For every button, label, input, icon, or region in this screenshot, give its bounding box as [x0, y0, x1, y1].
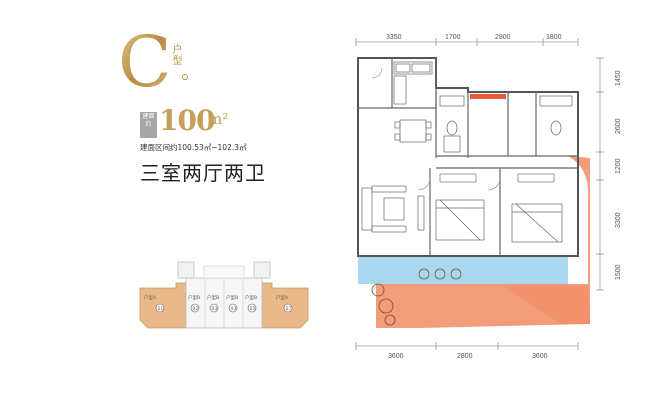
dim-right-2: 2600	[615, 118, 622, 134]
dim-bottom-3: 3600	[532, 353, 548, 360]
key-plan-label-2: 户型B	[188, 294, 200, 301]
terrace-lower	[376, 284, 590, 328]
top-dimension-line	[355, 38, 579, 46]
key-plan-num-5: 05	[250, 306, 256, 312]
terrace-plants	[371, 268, 462, 326]
dim-bottom-1: 3600	[388, 353, 404, 360]
ornament-circle	[182, 74, 188, 80]
key-plan-label-1: 户型A	[144, 294, 157, 301]
key-plan-num-3: 03	[212, 306, 218, 312]
key-plan-num-4: 03	[231, 306, 237, 312]
balcony-area	[358, 256, 568, 284]
key-plan: 户型A 01 户型B 02 户型B 03 户型B 03 户型B 05 户型A 0…	[139, 261, 309, 329]
kitchen	[393, 61, 433, 105]
key-plan-num-1: 01	[158, 306, 164, 312]
key-plan-num-6: 07	[286, 306, 292, 312]
dim-top-4: 1800	[546, 34, 562, 41]
doors	[371, 67, 501, 191]
key-plan-label-4: 户型B	[226, 294, 238, 301]
bottom-dimension-line	[355, 342, 579, 350]
dim-bottom-2: 2800	[457, 353, 473, 360]
bedroom-2-bed	[511, 203, 563, 243]
type-letter: C	[118, 28, 172, 96]
layout-title: 三室两厅两卫	[140, 161, 266, 185]
dim-top-3: 2800	[495, 34, 511, 41]
dim-right-4: 3300	[615, 212, 622, 228]
type-label: 户型	[170, 44, 181, 66]
key-plan-label-5: 户型B	[245, 294, 257, 301]
bathroom-2	[539, 95, 573, 136]
area-range: 建面区间约100.53㎡~102.3㎡	[140, 143, 247, 152]
dim-top-1: 3350	[386, 34, 402, 41]
interior-walls	[358, 58, 578, 256]
dim-top-2: 1700	[445, 34, 461, 41]
dining-table	[394, 119, 432, 143]
type-c-logo: C	[118, 28, 172, 96]
area-unit: m²	[208, 110, 229, 128]
bathroom-1	[439, 95, 465, 153]
dim-right-3: 1200	[615, 158, 622, 174]
floor-plan: 3350 1700 2800 1800 1450 2600 1200 3300 …	[355, 34, 622, 360]
right-dimension-line	[596, 57, 604, 291]
dim-right-1: 1450	[615, 70, 622, 86]
living-room-sofa	[361, 185, 425, 233]
utility-strip	[470, 94, 506, 99]
wardrobe	[439, 173, 555, 183]
area-badge: 建面约	[140, 112, 157, 138]
dim-right-5: 1500	[615, 264, 622, 280]
area-value: 100	[159, 104, 215, 137]
key-plan-label-3: 户型B	[207, 294, 219, 301]
key-plan-label-6: 户型A	[276, 294, 289, 301]
bedroom-1-bed	[435, 199, 485, 241]
key-plan-num-2: 02	[193, 306, 199, 312]
